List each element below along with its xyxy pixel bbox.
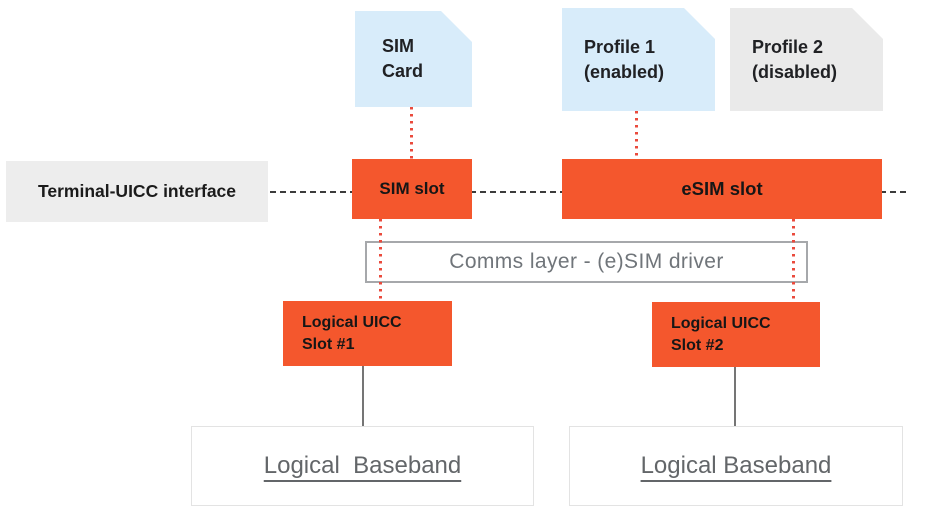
sim-slot-to-logical-uicc-1-connector <box>379 219 382 301</box>
esim-slot-to-logical-uicc-2-connector <box>792 219 795 302</box>
terminal-uicc-interface-label: Terminal-UICC interface <box>6 161 268 222</box>
logical-baseband-1-box: Logical Baseband <box>191 426 534 506</box>
profile-1-to-esim-slot-connector <box>635 111 638 160</box>
logical-baseband-2-label: Logical Baseband <box>640 452 832 479</box>
sim-slot-label: SIM slot <box>379 179 445 198</box>
logical-uicc-1-to-baseband-1-connector <box>362 366 364 426</box>
comms-layer-box: Comms layer - (e)SIM driver <box>365 241 808 283</box>
profile-2-disabled-shape: Profile 2 (disabled) <box>730 8 883 111</box>
logical-baseband-2-box: Logical Baseband <box>569 426 903 506</box>
terminal-uicc-interface-text: Terminal-UICC interface <box>37 181 237 201</box>
sim-card-to-sim-slot-connector <box>410 107 413 160</box>
profile-2-label: Profile 2 (disabled) <box>752 36 838 82</box>
logical-uicc-slot-1-box: Logical UICC Slot #1 <box>283 301 452 366</box>
esim-slot-label: eSIM slot <box>681 178 763 199</box>
sim-card-shape: SIM Card <box>355 11 472 107</box>
profile-1-enabled-shape: Profile 1 (enabled) <box>562 8 715 111</box>
comms-layer-label: Comms layer - (e)SIM driver <box>449 250 724 273</box>
logical-baseband-1-label: Logical Baseband <box>263 452 462 479</box>
sim-slot-box: SIM slot <box>352 159 472 219</box>
logical-uicc-slot-2-label: Logical UICC Slot #2 <box>671 314 771 354</box>
sim-card-label: SIM Card <box>382 36 424 81</box>
logical-uicc-slot-2-box: Logical UICC Slot #2 <box>652 302 820 367</box>
logical-uicc-2-to-baseband-2-connector <box>734 367 736 426</box>
profile-1-label: Profile 1 (enabled) <box>584 36 665 82</box>
esim-slot-box: eSIM slot <box>562 159 882 219</box>
logical-uicc-slot-1-label: Logical UICC Slot #1 <box>302 313 402 353</box>
